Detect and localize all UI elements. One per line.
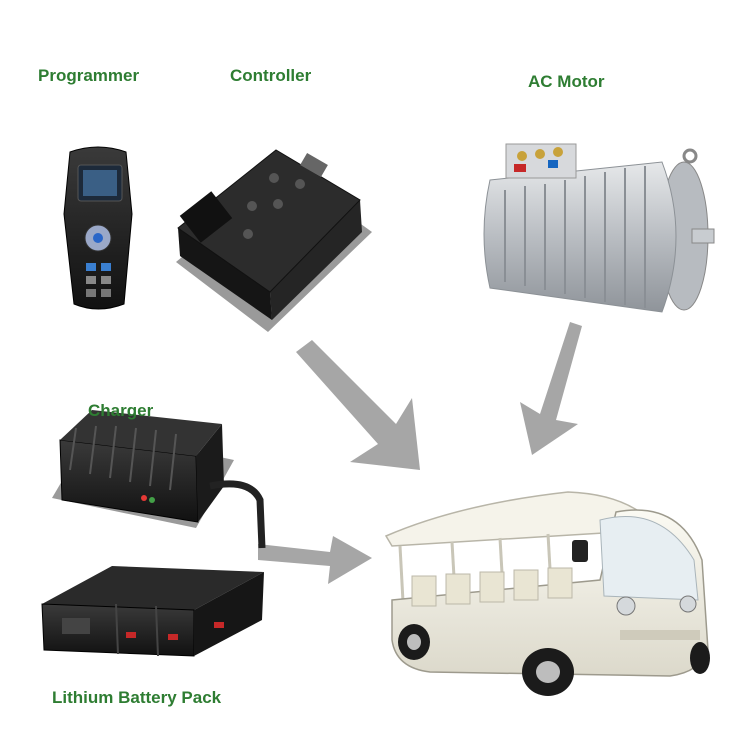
programmer-label: Programmer — [38, 66, 140, 85]
arrow-controller-to-vehicle — [296, 340, 420, 470]
programmer-icon — [63, 146, 133, 310]
vehicle-icon — [384, 491, 710, 696]
battery-pack-label: Lithium Battery Pack — [52, 688, 222, 707]
charger-icon — [52, 410, 266, 549]
charger-label: Charger — [88, 401, 154, 420]
arrow-charger-to-vehicle — [258, 536, 372, 584]
battery-icon — [41, 566, 264, 657]
arrow-motor-to-vehicle — [520, 322, 582, 455]
ac-motor-label: AC Motor — [528, 72, 605, 91]
ac-motor-icon — [483, 143, 715, 313]
controller-icon — [176, 149, 372, 332]
controller-label: Controller — [230, 66, 312, 85]
